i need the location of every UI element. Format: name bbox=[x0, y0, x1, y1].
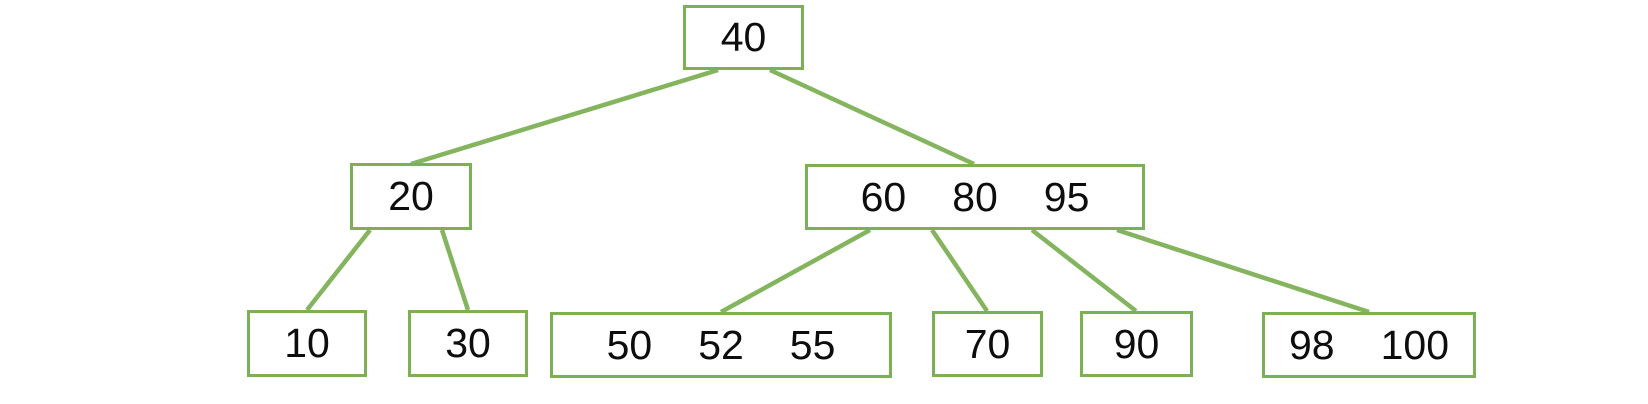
node-key: 70 bbox=[964, 320, 1011, 367]
tree-node-n90: 90 bbox=[1080, 311, 1193, 377]
node-key: 90 bbox=[1113, 320, 1160, 367]
node-key: 95 bbox=[1043, 173, 1090, 220]
node-key: 55 bbox=[789, 321, 836, 368]
node-key: 50 bbox=[606, 321, 653, 368]
tree-edge-n60-80-95-n90 bbox=[1030, 228, 1138, 313]
tree-node-n10: 10 bbox=[247, 310, 367, 377]
tree-edge-n60-80-95-n70 bbox=[930, 228, 989, 313]
tree-node-root: 40 bbox=[683, 5, 804, 70]
tree-edge-root-n20 bbox=[410, 67, 719, 167]
node-key: 52 bbox=[698, 321, 744, 368]
tree-edge-root-n60-80-95 bbox=[769, 67, 975, 167]
node-key: 10 bbox=[284, 320, 330, 366]
node-key: 100 bbox=[1380, 321, 1450, 368]
tree-node-n50-52-55: 50 52 55 bbox=[550, 312, 892, 378]
node-key: 30 bbox=[445, 320, 491, 366]
tree-edge-n60-80-95-n98-100 bbox=[1116, 227, 1370, 315]
node-key: 98 bbox=[1288, 321, 1335, 368]
tree-node-n20: 20 bbox=[350, 163, 472, 230]
tree-node-n30: 30 bbox=[408, 310, 528, 377]
tree-node-n98-100: 98 100 bbox=[1262, 312, 1476, 378]
tree-edge-n20-n30 bbox=[439, 229, 471, 311]
tree-node-n70: 70 bbox=[932, 311, 1043, 377]
tree-edge-n20-n10 bbox=[305, 228, 372, 312]
node-key: 40 bbox=[720, 14, 767, 60]
node-key: 60 bbox=[860, 173, 907, 220]
node-key: 80 bbox=[952, 173, 998, 220]
node-key: 20 bbox=[388, 173, 434, 219]
tree-edge-n60-80-95-n50-52-55 bbox=[719, 228, 872, 314]
tree-node-n60-80-95: 60 80 95 bbox=[805, 164, 1145, 230]
